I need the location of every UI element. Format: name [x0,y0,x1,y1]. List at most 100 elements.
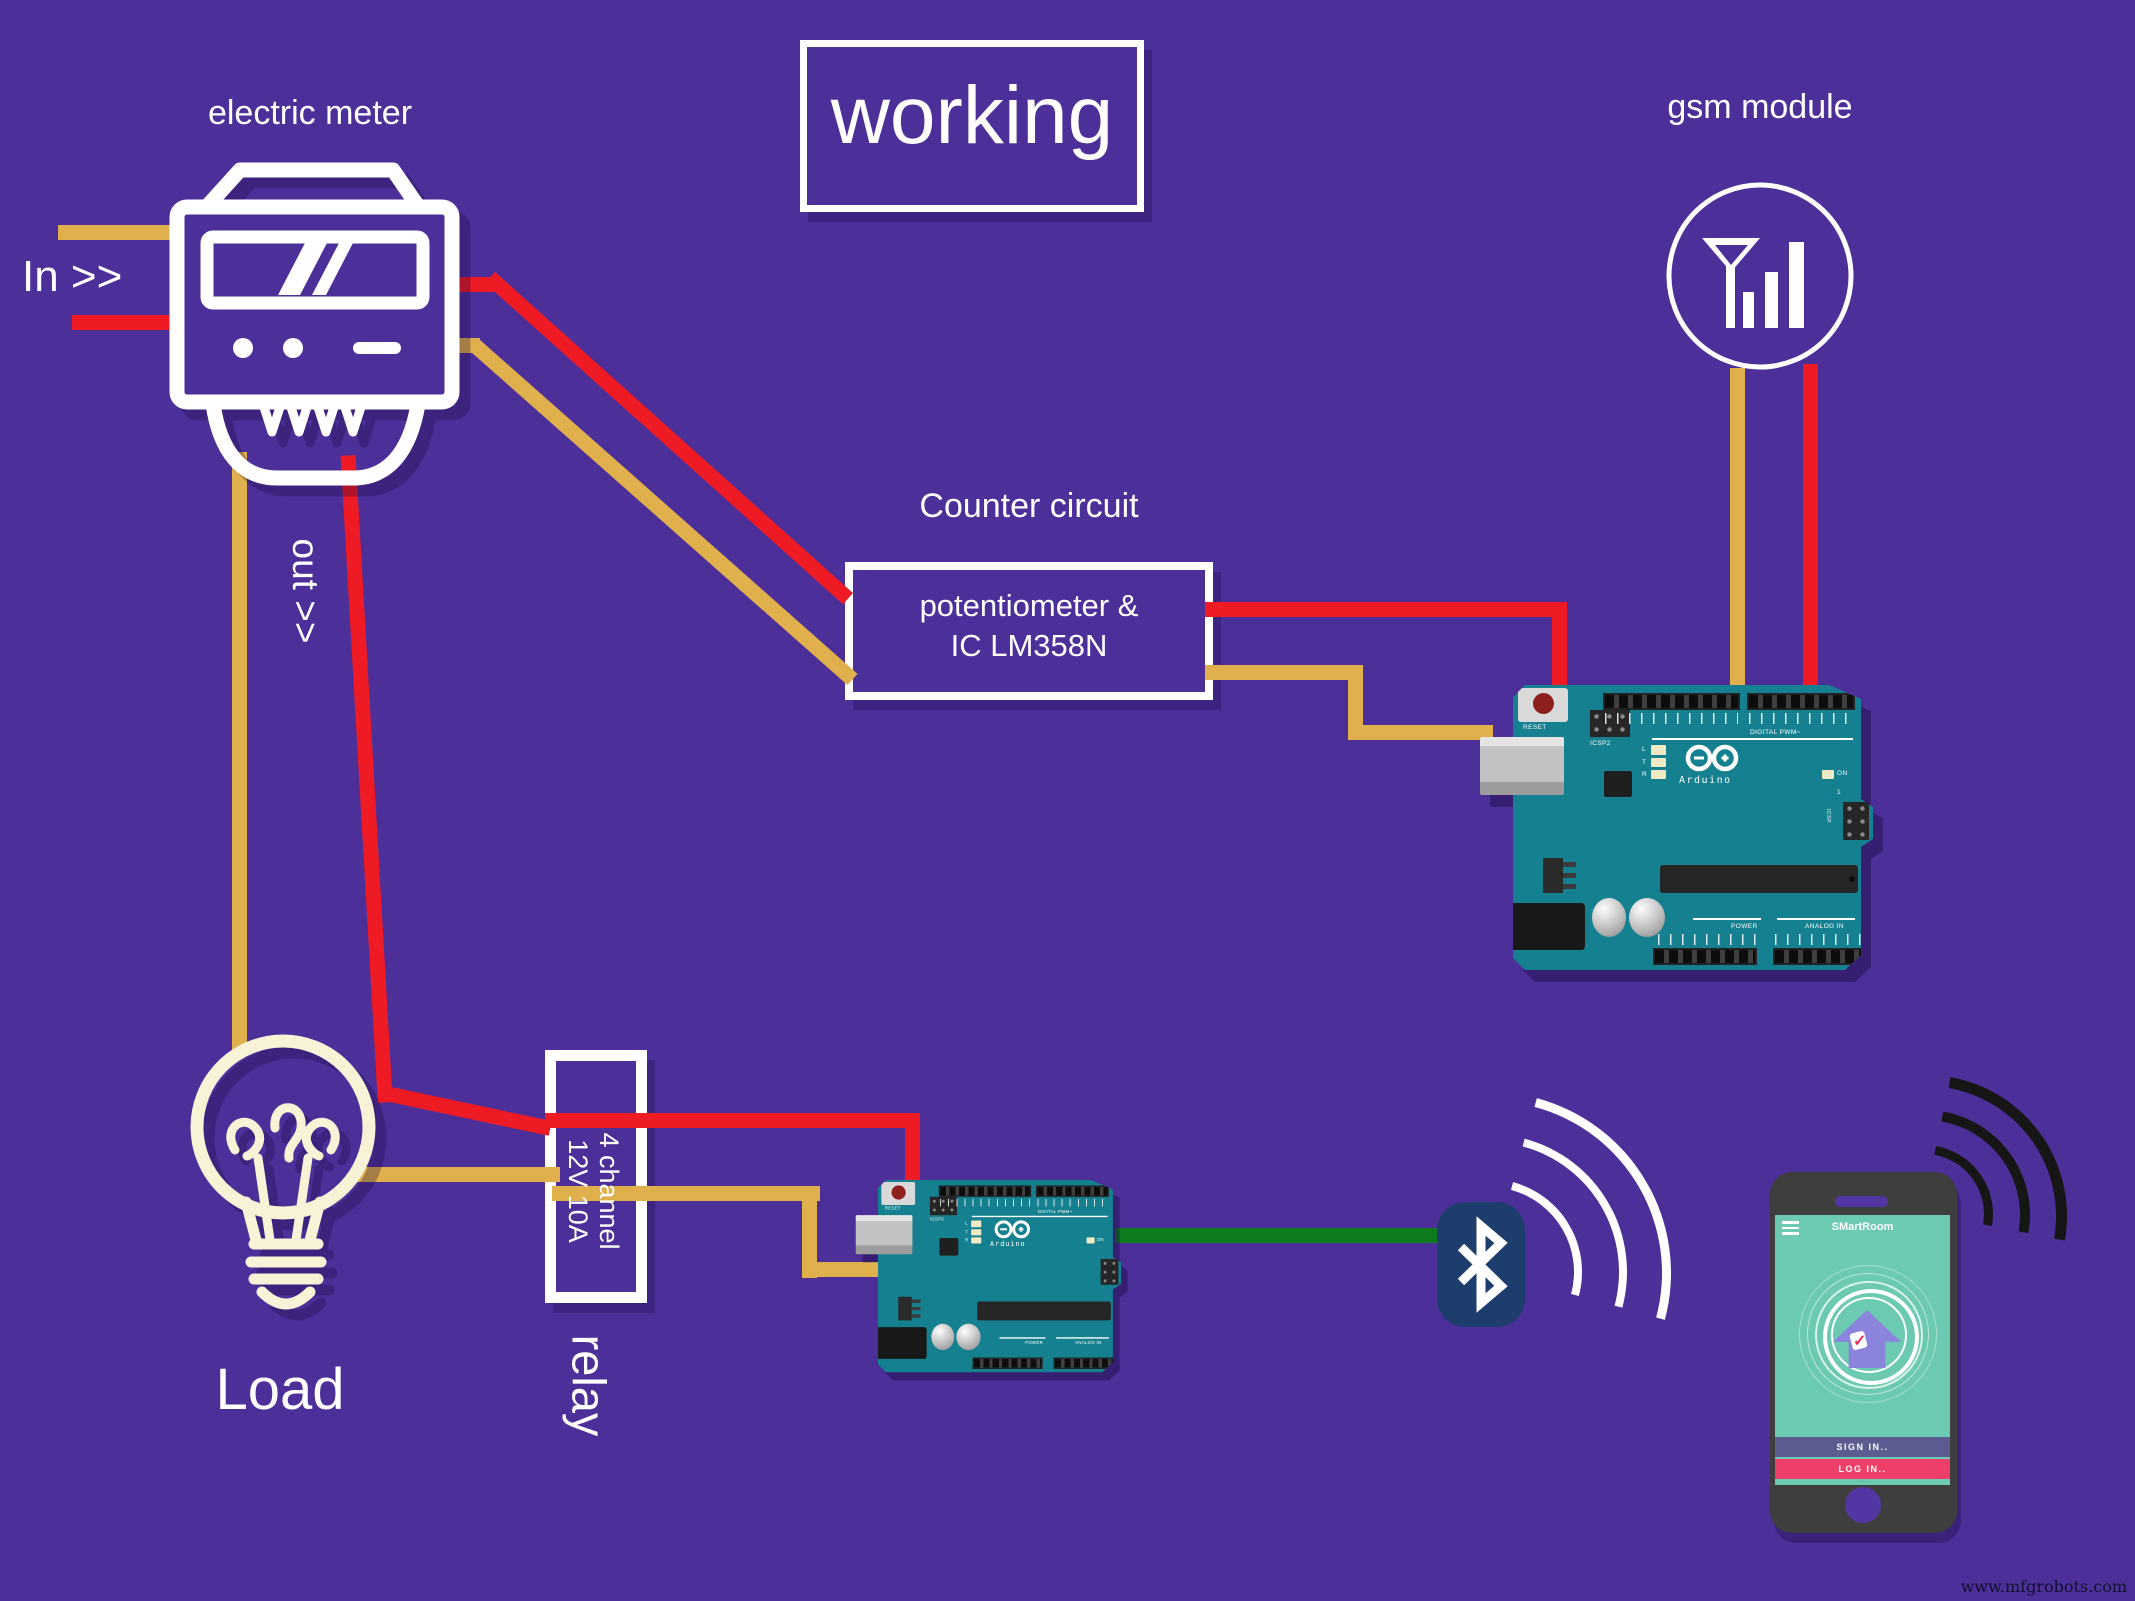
check-mark-icon: ✓ [1853,1333,1867,1350]
digital-header-left [1603,693,1740,710]
bluetooth-icon [1437,1202,1525,1327]
menu-icon[interactable] [1782,1221,1799,1235]
ring-thick [1823,1289,1919,1385]
atmega-chip [977,1301,1111,1321]
load-bulb-icon [190,1034,376,1310]
phone-home-button[interactable] [1845,1487,1881,1523]
ring-thin [1831,1297,1907,1373]
smartphone: SMartRoom ✓ SIGN IN.. LOG IN.. [1770,1172,1957,1533]
led-l-label: L [965,1221,968,1226]
arduino-pcb: RESET ICSP2 DIGITAL PWM~ L Arduino T R [878,1180,1121,1373]
power-label: POWER [1731,923,1758,930]
power-pin-labels [1658,934,1758,945]
digital-pin-labels-right [1037,1198,1108,1207]
wire-gsm-red [1803,364,1818,690]
rx-label: R [965,1238,969,1243]
gsm-module-icon [1666,182,1854,370]
digital-header-right [1747,693,1855,710]
digital-rule [971,1215,1108,1218]
reset-label: RESET [1523,724,1547,731]
power-jack [1513,903,1585,950]
arduino-logo-icon [1685,744,1739,772]
electric-meter-icon [169,162,460,486]
on-led [1822,770,1834,779]
tx-led [971,1229,982,1236]
digital-pin-labels-left [1605,713,1738,724]
atmega-chip-notch [1849,876,1855,882]
analog-header [1773,948,1865,965]
working-title: working [830,70,1114,161]
digital-header-right [1035,1185,1109,1197]
wire-counter-to-arduino-red-h [1205,602,1567,617]
tx-label: T [965,1229,969,1235]
wire-counter-to-arduino-red-v [1552,602,1567,697]
wire-counter-to-arduino-yellow-h1 [1205,665,1363,680]
arduino-logo-icon [994,1220,1031,1239]
rx-label: R [1642,771,1648,778]
wire-relay-yellow-h [552,1186,820,1201]
regulator-leg-1 [911,1299,921,1303]
power-jack [878,1327,927,1359]
wire-yellow-to-usb-small [802,1262,890,1277]
digital-header-left [938,1185,1032,1197]
digital-pwm-label: DIGITAL PWM~ [1037,1209,1073,1215]
sign-in-button[interactable]: SIGN IN.. [1775,1437,1950,1457]
digital-pwm-label: DIGITAL PWM~ [1750,729,1801,736]
icsp2-label: ICSP2 [929,1217,945,1222]
log-in-label: LOG IN.. [1838,1464,1887,1474]
voltage-regulator [1543,858,1563,893]
power-rule [999,1337,1046,1339]
capacitor-1 [1592,898,1626,937]
on-label: ON [1096,1237,1104,1243]
wire-in-red [72,315,180,330]
usb-controller-chip [1604,771,1632,797]
icsp2-label: ICSP2 [1590,740,1611,747]
gsm-module-label: gsm module [1667,88,1853,126]
wire-gsm-yellow [1730,368,1745,690]
arduino-board-main: RESET ICSP2 DIGITAL PWM~ L Arduino T R [1480,685,1873,970]
usb-connector [855,1215,913,1255]
power-header [1653,948,1757,965]
wire-counter-to-arduino-yellow-h2 [1348,725,1493,740]
counter-circuit-box: potentiometer & IC LM358N [845,562,1213,700]
ripple-ring-outer [1799,1265,1937,1403]
reset-led [1533,693,1554,714]
wire-red-diag-to-counter [484,271,854,605]
wire-counter-to-arduino-yellow-v [1348,665,1363,740]
analog-pin-labels [1775,934,1865,945]
led-l [1651,745,1666,755]
working-title-box: working [800,40,1144,212]
wire-in-yellow [58,225,180,240]
atmega-chip [1660,865,1858,893]
analog-in-label: ANALOG IN [1075,1340,1102,1346]
arduino-logo-text: Arduino [1679,775,1732,786]
tx-led [1651,758,1666,767]
rx-led [971,1237,982,1244]
out-label: out >> [285,538,326,644]
arduino-logo-text: Arduino [990,1240,1026,1249]
regulator-leg-2 [1563,873,1576,878]
usb-connector [1480,737,1564,795]
icsp-header [1843,802,1869,840]
relay-line2: 12V 10A [563,1139,593,1243]
on-label: ON [1837,770,1848,777]
log-in-button[interactable]: LOG IN.. [1775,1459,1950,1479]
counter-box-line2: IC LM358N [950,628,1108,663]
tx-label: T [1642,759,1647,766]
power-label: POWER [1025,1340,1044,1346]
relay-label: relay [562,1334,616,1437]
power-header [972,1357,1043,1369]
reset-led [891,1185,906,1200]
watermark: www.mfgrobots.com [1960,1577,2127,1596]
digital-rule [1652,738,1853,740]
sign-in-label: SIGN IN.. [1836,1442,1889,1452]
counter-box-line1: potentiometer & [919,588,1139,623]
icsp-label: ICSP [1825,808,1832,824]
counter-circuit-label: Counter circuit [919,487,1139,525]
digital-pin-labels-left [940,1198,1030,1207]
bluetooth-glyph [1457,1216,1508,1313]
led-l [971,1220,982,1228]
led-l-label: L [1642,746,1647,753]
app-title: SMartRoom [1831,1221,1894,1233]
relay-line1: 4 channel [594,1132,624,1250]
